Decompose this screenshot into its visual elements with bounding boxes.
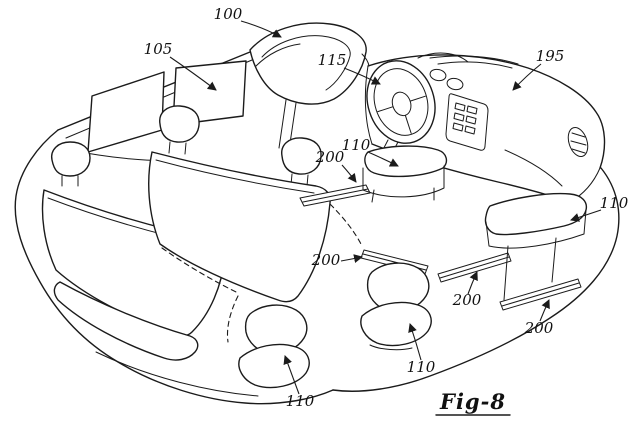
cluster-binnacle — [417, 52, 469, 63]
arrow-110-right — [570, 209, 602, 222]
hidden-line-3 — [329, 203, 363, 247]
rear-headrest-left — [51, 141, 91, 177]
body-contour-right — [332, 167, 620, 392]
track-front-inner — [302, 188, 369, 203]
arrow-195 — [512, 63, 542, 91]
ref-label-200-mid: 200 — [311, 251, 341, 269]
arrow-200-mid — [340, 254, 363, 263]
ref-label-200-right-a: 200 — [452, 291, 482, 309]
ref-label-100: 100 — [214, 5, 243, 23]
front-cushion-side — [362, 165, 445, 198]
b-pillar-outer — [278, 99, 287, 149]
middle-bench-seat — [148, 105, 363, 343]
right-seat-cushion — [484, 192, 588, 301]
stack-button — [464, 125, 476, 135]
vent-hatch-lines — [570, 132, 587, 154]
ref-label-195: 195 — [536, 47, 565, 65]
roof-outline — [249, 22, 367, 105]
folded-left-seat — [238, 304, 310, 389]
figure-caption: Fig-8 — [435, 389, 511, 416]
arrow-115 — [343, 67, 381, 85]
middle-seatback-top-edge — [155, 159, 315, 194]
figure-caption-text: Fig-8 — [439, 389, 506, 414]
middle-headrest-left-posts — [168, 141, 187, 155]
roof-inner-line-1 — [261, 35, 351, 91]
front-seat-cushion — [362, 145, 448, 203]
ref-label-110-right: 110 — [600, 194, 629, 212]
wheel-spokes — [377, 95, 426, 134]
gauge-right — [446, 77, 464, 91]
stowed-center-base — [369, 344, 413, 351]
defroster-line-2 — [437, 61, 513, 69]
defroster-line-1 — [429, 55, 519, 65]
ref-label-110-front: 110 — [342, 136, 371, 154]
dash-left-edge — [364, 65, 373, 145]
track-right-b-inner — [501, 282, 580, 307]
front-seat-legs — [371, 187, 435, 203]
rear-seat-cushion — [53, 281, 199, 361]
dash-top-cowl — [367, 54, 606, 169]
arrow-110-center — [408, 323, 422, 361]
arrow-200-right-b — [539, 299, 550, 322]
right-cushion-side — [485, 209, 587, 249]
roof-inner-line-2 — [255, 43, 301, 67]
arrow-105 — [169, 56, 217, 91]
stack-button — [453, 112, 465, 122]
hidden-line-1 — [161, 247, 237, 293]
stack-button — [454, 102, 466, 112]
floor-line — [95, 351, 259, 397]
stowed-center-seat — [360, 262, 432, 351]
glovebox-line — [504, 149, 563, 187]
stack-button — [465, 115, 477, 125]
leader-arrows — [169, 20, 602, 395]
arrow-110-left — [283, 355, 300, 395]
left-side-windows — [57, 51, 253, 162]
left-window-rear — [87, 71, 165, 153]
vehicle-body-outline — [14, 129, 620, 405]
arrow-200-front — [341, 164, 357, 183]
roof-panel — [249, 22, 370, 151]
a-pillar — [361, 53, 370, 67]
steering-wheel — [366, 60, 436, 144]
wheel-rim-inner — [373, 68, 429, 136]
right-seat-legs — [503, 237, 557, 301]
front-cushion-top — [364, 145, 448, 178]
ref-label-110-center: 110 — [407, 358, 436, 376]
stack-button — [452, 122, 464, 132]
stack-button — [466, 105, 478, 115]
folded-left-cushion — [238, 343, 310, 389]
ref-label-110-left: 110 — [286, 392, 315, 410]
ref-label-200-right-b: 200 — [524, 319, 554, 337]
stowed-center-cushion — [360, 301, 432, 347]
reference-labels: 100 105 115 195 110 200 110 200 200 200 … — [144, 5, 629, 410]
arrow-110-front — [367, 151, 399, 167]
side-air-vent — [567, 126, 589, 158]
arrow-100 — [240, 20, 282, 38]
middle-headrest-right — [281, 137, 322, 175]
rear-headrest-left-posts — [61, 175, 79, 187]
middle-headrest-left — [159, 105, 200, 143]
gauge-left — [429, 68, 447, 82]
arrow-200-right-a — [467, 271, 478, 295]
right-cushion-top — [484, 192, 588, 236]
middle-seatback — [148, 151, 331, 303]
ref-label-200-front: 200 — [315, 148, 345, 166]
hidden-line-2 — [226, 295, 239, 343]
ref-label-105: 105 — [144, 40, 173, 58]
ref-label-115: 115 — [318, 51, 347, 69]
track-right-a-inner — [439, 256, 510, 279]
body-contour-left — [14, 129, 334, 405]
